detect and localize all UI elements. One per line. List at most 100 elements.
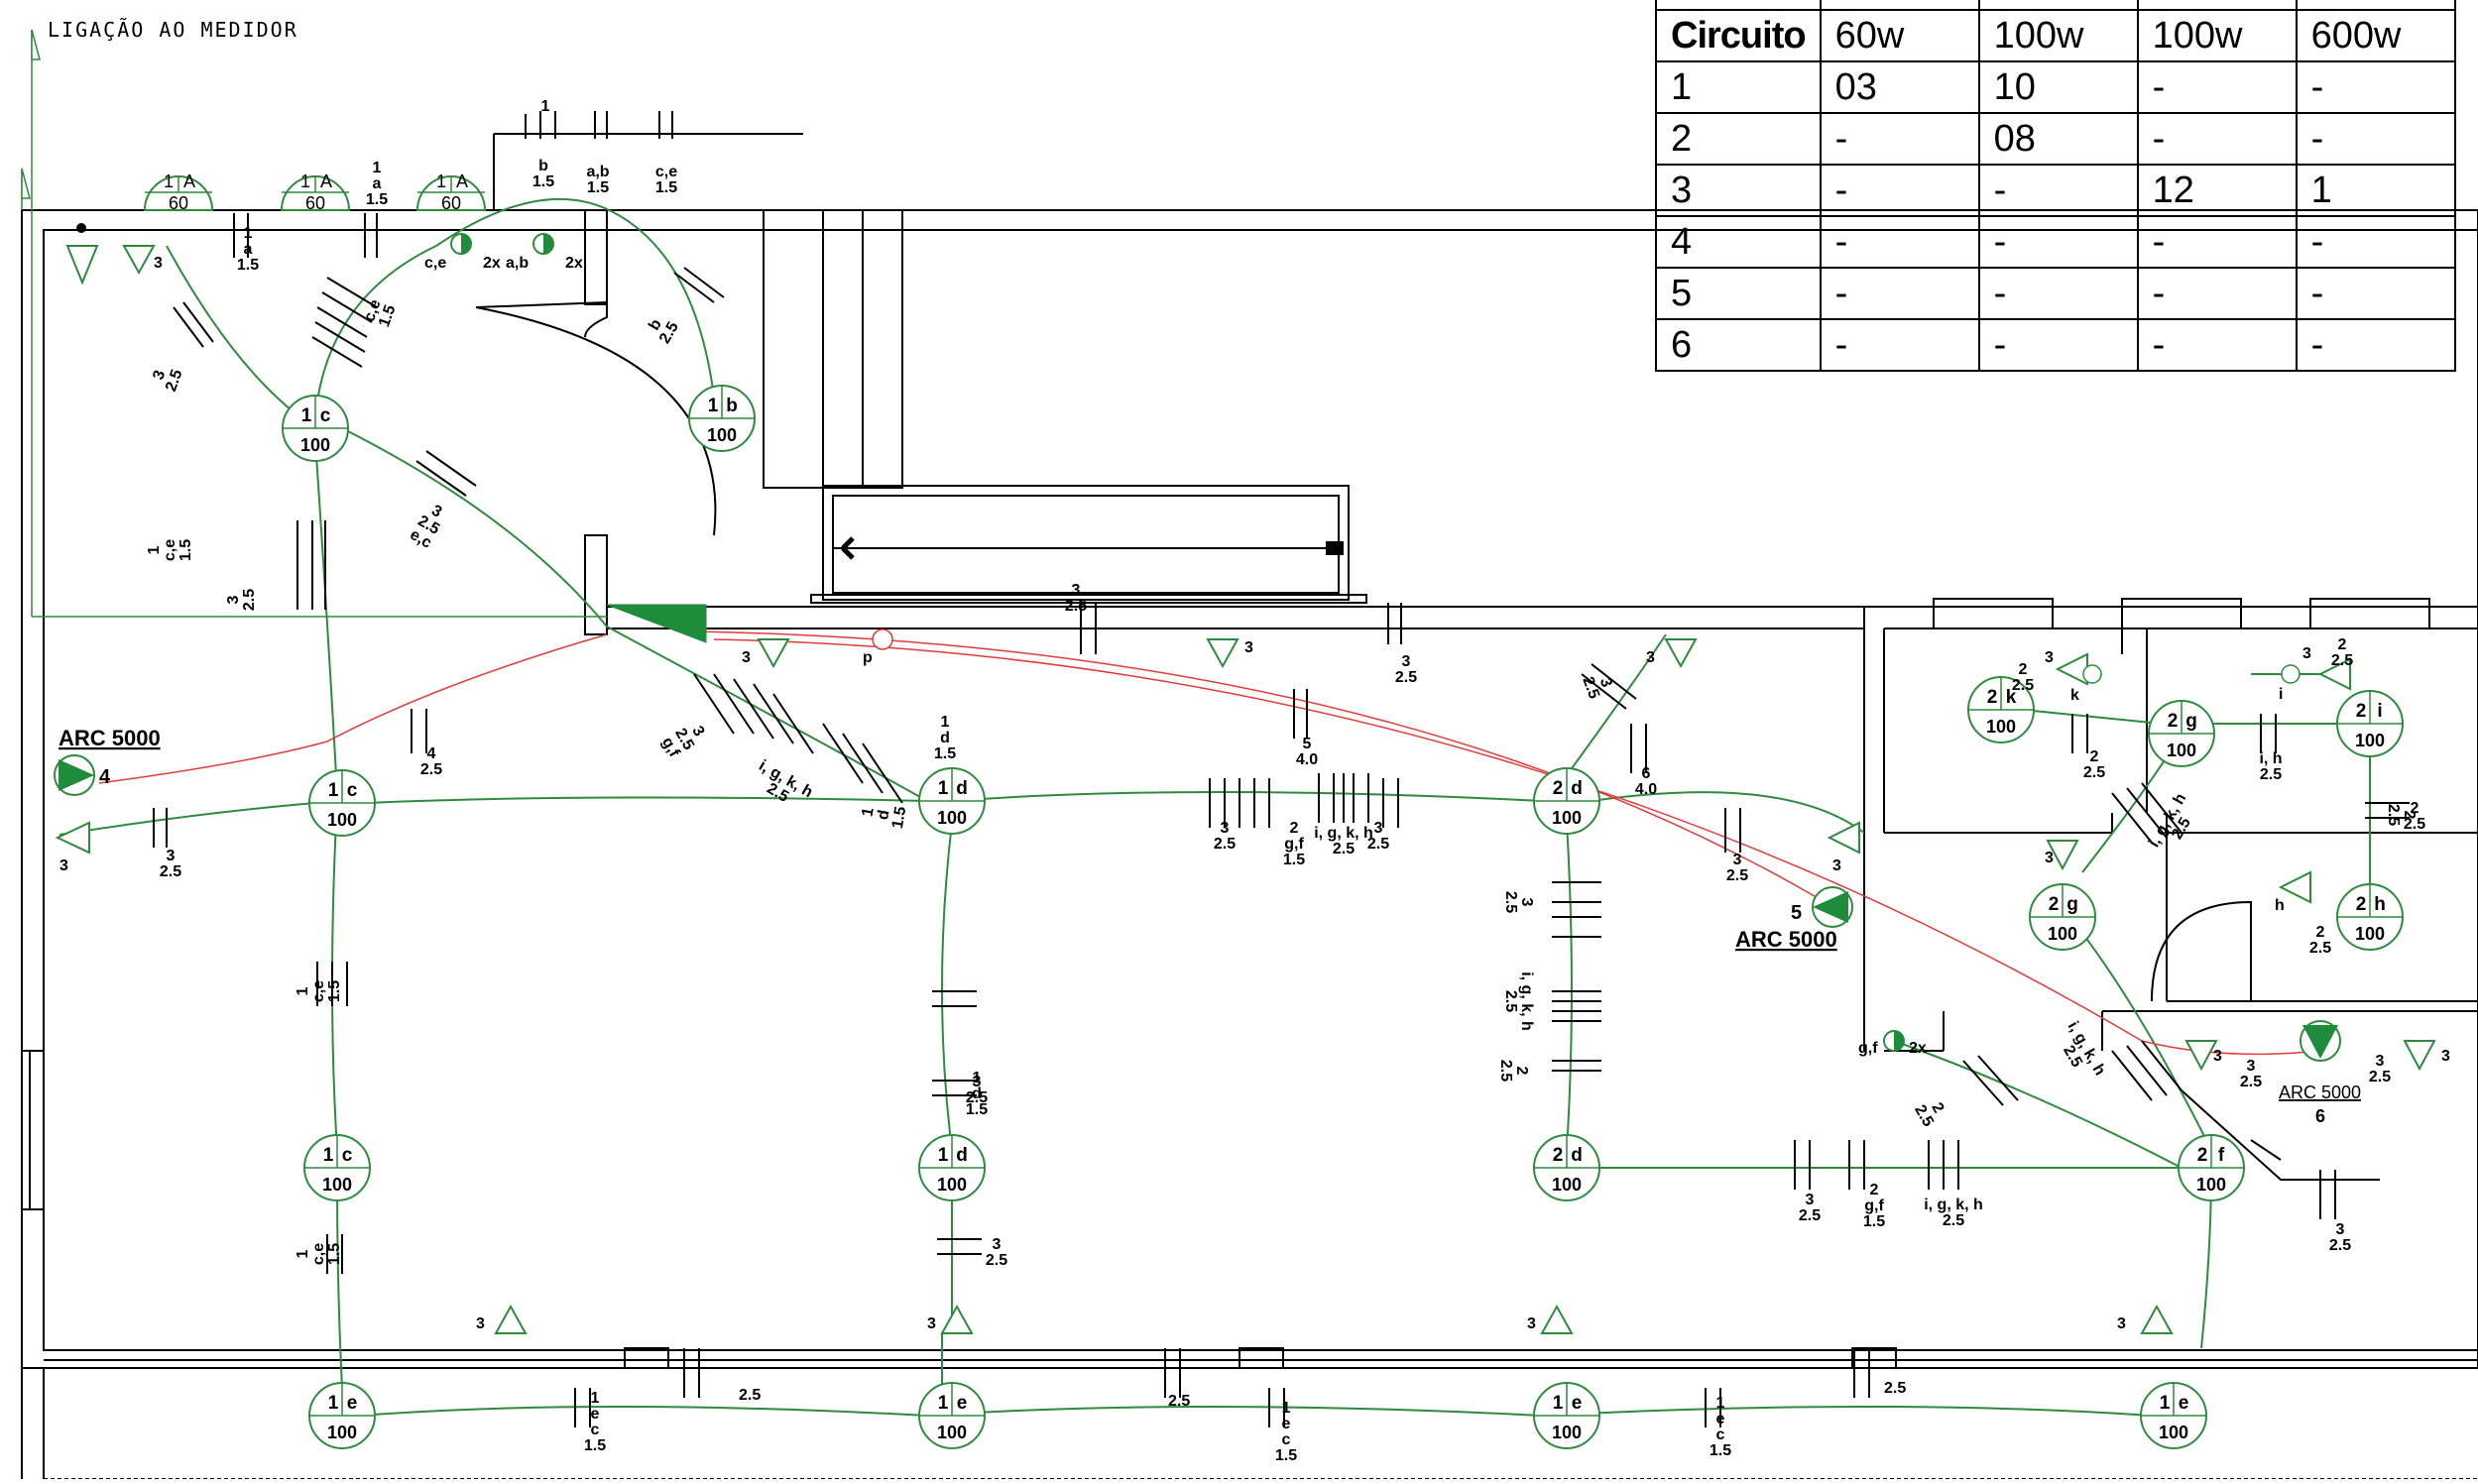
conduit-label: 3 bbox=[2045, 649, 2054, 666]
legend-cell: - bbox=[2136, 60, 2298, 114]
conduit-label: 1.5 bbox=[934, 745, 956, 762]
conduit-label: 1 bbox=[941, 714, 950, 731]
conduit-label: 2.5 bbox=[2329, 1237, 2351, 1254]
conduit-label: c bbox=[591, 1422, 600, 1438]
legend-cell: - bbox=[2295, 318, 2456, 372]
lamp-power: 100 bbox=[327, 810, 357, 830]
conduit-label: i bbox=[2279, 686, 2283, 703]
wall-lamp-power: 60 bbox=[169, 193, 188, 213]
conduit-label: 3 bbox=[2376, 1053, 2385, 1070]
conduit-label: 1.5 bbox=[366, 191, 388, 208]
lamp-switch: e bbox=[1572, 1393, 1583, 1414]
conduit-label: 3 bbox=[1806, 1192, 1815, 1208]
conduit-label: 1.5 bbox=[177, 539, 194, 561]
legend-row: 2-08-- bbox=[1655, 112, 2456, 166]
lamp-switch: d bbox=[956, 778, 968, 799]
conduit-label: 3 bbox=[2117, 1315, 2126, 1332]
conduit-label: e bbox=[1716, 1411, 1725, 1427]
conduit-label: c,e bbox=[162, 539, 178, 561]
conduit-label: 4.0 bbox=[1635, 781, 1657, 798]
conduit-label: 2.5 bbox=[1168, 1393, 1190, 1410]
conduit-label: 2.5 bbox=[1579, 675, 1602, 702]
lamp-switch: f bbox=[2218, 1145, 2225, 1166]
conduit-label: 2.5 bbox=[1333, 841, 1355, 857]
conduit-label: 2.5 bbox=[2309, 940, 2331, 957]
conduit-label: k bbox=[2070, 687, 2079, 704]
conduit-label: 1.5 bbox=[587, 179, 609, 196]
conduit-label: 2 bbox=[2401, 811, 2418, 820]
lamp-power: 100 bbox=[2355, 731, 2385, 750]
conduit-label: 2 bbox=[2090, 748, 2099, 765]
wall-lamp-power: 60 bbox=[305, 193, 325, 213]
conduit-label: 2.5 bbox=[1502, 891, 1519, 913]
ac-circuit: 6 bbox=[2315, 1106, 2325, 1126]
lamp-power: 100 bbox=[2159, 1423, 2188, 1442]
outer-wall bbox=[21, 209, 2478, 1369]
conduit-label: 3 bbox=[1244, 639, 1253, 656]
legend-row: 5---- bbox=[1655, 267, 2456, 320]
lamp-circuit: 2 bbox=[2356, 701, 2367, 722]
legend-col-600w: 600w bbox=[2295, 9, 2456, 62]
conduit-label: 2.5 bbox=[2083, 764, 2105, 781]
conduit-label: 2.5 bbox=[1884, 1380, 1906, 1397]
conduit-label: a,b bbox=[506, 255, 529, 272]
wall-lamp-circuit: 1 bbox=[300, 171, 310, 191]
conduit-label: 2 bbox=[2411, 800, 2419, 817]
distribution-board bbox=[606, 604, 707, 643]
conduit-label: 1 bbox=[373, 160, 382, 176]
conduit-label: e bbox=[1282, 1416, 1291, 1432]
lamp-power: 100 bbox=[937, 1423, 967, 1442]
conduit-label: 2.5 bbox=[739, 1387, 761, 1404]
legend-row: 4---- bbox=[1655, 215, 2456, 269]
conduit-label: 2.5 bbox=[241, 589, 258, 611]
conduit-label: 5 bbox=[1303, 736, 1312, 752]
conduit-label: 2.5 bbox=[1367, 836, 1389, 853]
conduit-label: a,b bbox=[586, 164, 609, 180]
conduit-label: b bbox=[538, 158, 548, 174]
lamp-circuit: 2 bbox=[2049, 894, 2060, 915]
conduit-label: 2 bbox=[1290, 820, 1299, 837]
conduit-label: 3 bbox=[1072, 582, 1081, 599]
legend-cell: 08 bbox=[1977, 112, 2139, 166]
legend-col-100w-b: 100w bbox=[2136, 9, 2298, 62]
lamp-power: 100 bbox=[1552, 1175, 1582, 1195]
conduit-label: 3 bbox=[1221, 820, 1230, 837]
outlet-markers bbox=[55, 245, 2436, 1334]
switch-symbols bbox=[450, 233, 1905, 1052]
legend-cell: - bbox=[2295, 112, 2456, 166]
lamp-switch: e bbox=[957, 1393, 968, 1414]
conduit-label: a bbox=[244, 241, 253, 258]
conduit-label: 1 bbox=[973, 1070, 982, 1086]
legend-cell: 12 bbox=[2136, 164, 2298, 217]
lamp-switch: g bbox=[2066, 894, 2078, 915]
conduit-label: 3 bbox=[2336, 1221, 2345, 1238]
conduit-label: c,e bbox=[655, 164, 677, 180]
lamp-power: 100 bbox=[937, 1175, 967, 1195]
legend-cell: - bbox=[2295, 60, 2456, 114]
legend-circuit-number: 6 bbox=[1655, 318, 1822, 372]
lamp-circuit: 1 bbox=[323, 1145, 334, 1166]
wall-lamp-switch: A bbox=[183, 171, 195, 191]
conduit-label: 3 bbox=[2247, 1058, 2256, 1075]
legend-cell: - bbox=[2295, 267, 2456, 320]
conduit-label: 1.5 bbox=[376, 302, 400, 329]
conduit-label: 4 bbox=[427, 745, 436, 762]
inner-wall bbox=[43, 229, 2478, 1351]
legend-cell: - bbox=[1819, 215, 1980, 269]
legend-super-header bbox=[1655, 0, 2456, 11]
lamp-circuit: 1 bbox=[328, 1393, 339, 1414]
conduit-label: 2 bbox=[2019, 661, 2028, 678]
lamp-power: 100 bbox=[1552, 1423, 1582, 1442]
legend-col-60w: 60w bbox=[1819, 9, 1980, 62]
conduit-label: 1 bbox=[1716, 1395, 1725, 1412]
legend-circuit-number: 1 bbox=[1655, 60, 1822, 114]
